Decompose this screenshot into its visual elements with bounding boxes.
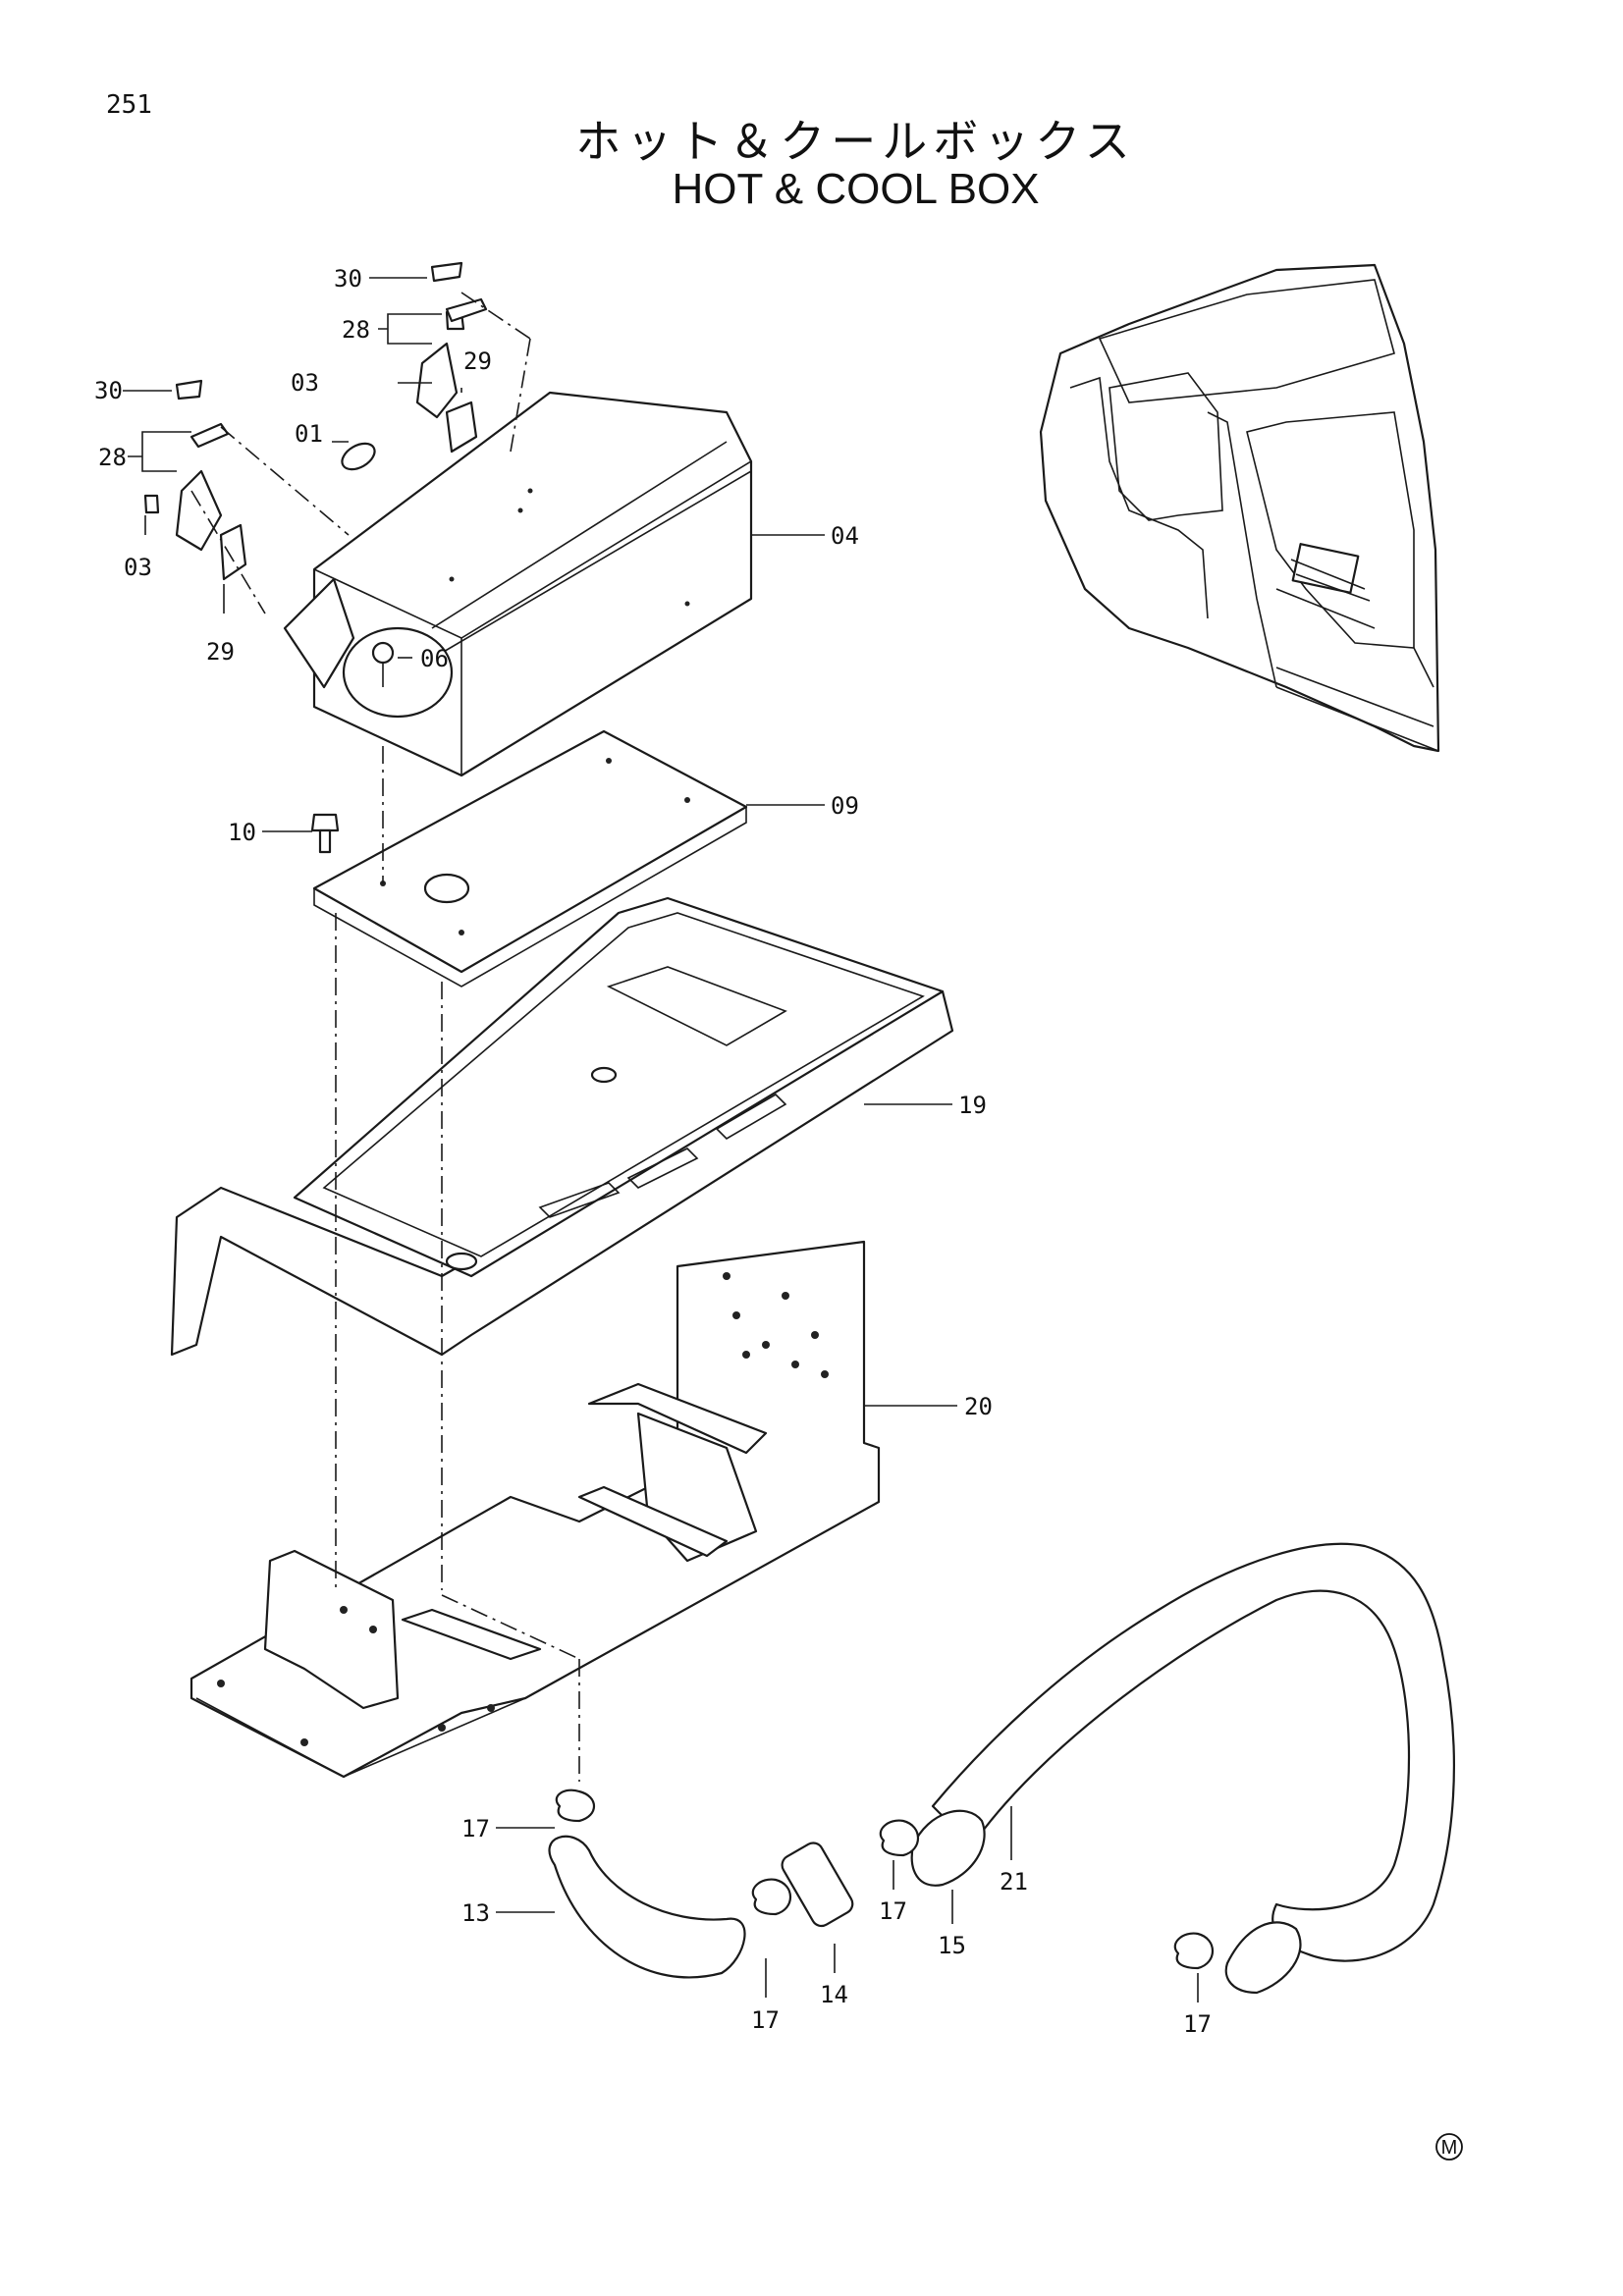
hose-assembly — [548, 1542, 1455, 1995]
callout-28-upper: 28 — [342, 316, 370, 344]
title-japanese: ホット＆クールボックス — [575, 115, 1136, 168]
frame-20 — [189, 1240, 881, 1779]
title-english: HOT & COOL BOX — [672, 165, 1040, 213]
callout-17-clamp-right: 17 — [1183, 2010, 1212, 2038]
callout-13: 13 — [461, 1899, 490, 1927]
callout-21: 21 — [1000, 1868, 1028, 1896]
callout-10: 10 — [228, 819, 256, 846]
callout-09: 09 — [831, 792, 859, 820]
callout-29-upper: 29 — [463, 347, 492, 375]
leader-lines — [123, 277, 1199, 2002]
callout-06: 06 — [420, 645, 449, 672]
callout-20: 20 — [964, 1393, 993, 1420]
corner-mark: M — [1435, 2133, 1463, 2161]
callout-17-clamp-mid: 17 — [879, 1897, 907, 1925]
corner-mark-letter: M — [1441, 2137, 1458, 2159]
callout-29-lower: 29 — [206, 638, 235, 666]
callout-labels: 30 28 03 29 01 30 28 03 29 04 06 09 10 1… — [94, 265, 1212, 2038]
assembly-center-lines — [190, 292, 580, 1782]
callout-17-clamp-left: 17 — [751, 2006, 780, 2034]
bolt-10 — [310, 813, 340, 854]
callout-17-clamp-top: 17 — [461, 1815, 490, 1842]
callout-15: 15 — [938, 1932, 966, 1959]
callout-14: 14 — [820, 1981, 848, 2008]
callout-30-lower: 30 — [94, 377, 123, 404]
page-number: 251 — [106, 90, 152, 120]
box-lid-04 — [283, 391, 753, 777]
callout-04: 04 — [831, 522, 859, 550]
lid-hardware — [143, 261, 488, 687]
plate-09 — [312, 729, 748, 988]
callout-30-upper: 30 — [334, 265, 362, 293]
tray-19 — [170, 896, 954, 1357]
callout-19: 19 — [958, 1092, 987, 1119]
callout-28-lower: 28 — [98, 444, 127, 471]
callout-01: 01 — [295, 420, 323, 448]
callout-03-lower: 03 — [124, 554, 152, 581]
callout-03-upper: 03 — [291, 369, 319, 397]
cab-location-inset — [1039, 263, 1440, 753]
